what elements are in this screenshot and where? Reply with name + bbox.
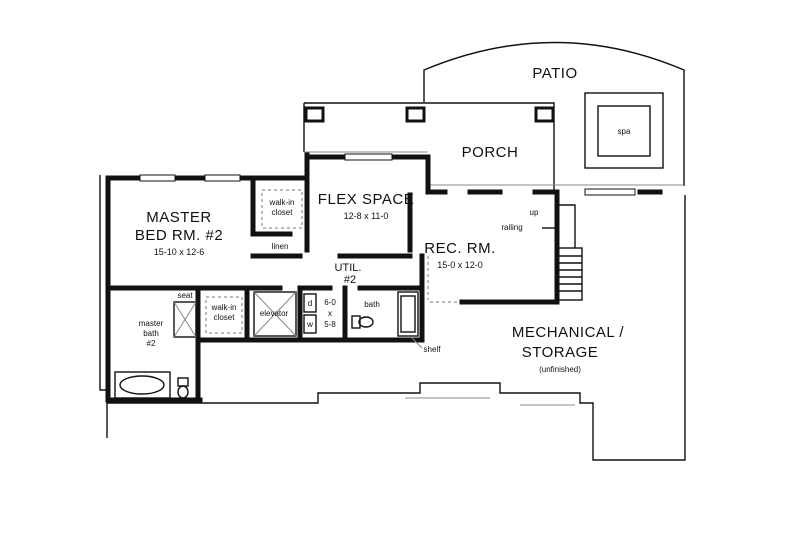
label-master-bed-dims: 15-10 x 12-6	[154, 247, 205, 257]
patio-outline	[423, 41, 685, 186]
open-edges	[427, 256, 460, 303]
label-shelf: shelf	[424, 345, 442, 354]
label-closet1-line2: closet	[272, 208, 294, 217]
foundation-outline	[99, 175, 686, 461]
label-util-line2: #2	[344, 274, 356, 286]
label-spa: spa	[618, 127, 631, 136]
porch-column	[405, 106, 426, 123]
label-storage: STORAGE	[522, 344, 599, 361]
label-closet2-line2: closet	[214, 313, 236, 322]
label-railing: railing	[501, 223, 522, 232]
label-master-bath-line2: bath	[143, 329, 159, 338]
label-util-dims-x: x	[328, 309, 332, 318]
label-bath: bath	[364, 300, 380, 309]
stairs	[542, 204, 583, 301]
label-porch: PORCH	[462, 144, 519, 161]
label-seat: seat	[177, 291, 193, 300]
label-util-dims1: 6-0	[324, 298, 336, 307]
label-dryer: d	[308, 299, 312, 308]
label-master-bath-line3: #2	[147, 339, 156, 348]
label-unfinished: (unfinished)	[539, 365, 581, 374]
label-flex-dims: 12-8 x 11-0	[344, 211, 389, 221]
label-closet2-line1: walk-in	[211, 303, 237, 312]
label-washer: w	[306, 320, 313, 329]
closet-shelves	[205, 189, 303, 334]
porch-column	[304, 106, 325, 123]
label-patio: PATIO	[532, 65, 577, 82]
label-rec-dims: 15-0 x 12-0	[437, 260, 483, 270]
label-mechanical: MECHANICAL /	[512, 324, 624, 341]
label-up: up	[530, 208, 539, 217]
label-flex-space: FLEX SPACE	[318, 191, 414, 208]
label-master-bed-line1: MASTER	[146, 209, 212, 226]
porch-outline	[303, 102, 684, 190]
label-linen: linen	[272, 242, 289, 251]
label-closet1-line1: walk-in	[269, 198, 295, 207]
fixtures	[114, 291, 419, 399]
porch-column	[534, 106, 555, 123]
label-elevator: elevator	[260, 309, 289, 318]
label-rec-room: REC. RM.	[424, 240, 496, 257]
label-util-line1: UTIL.	[335, 262, 362, 274]
windows	[139, 153, 636, 196]
label-master-bed-line2: BED RM. #2	[135, 227, 223, 244]
label-master-bath-line1: master	[139, 319, 164, 328]
walls	[105, 152, 663, 403]
label-util-dims2: 5-8	[324, 320, 336, 329]
